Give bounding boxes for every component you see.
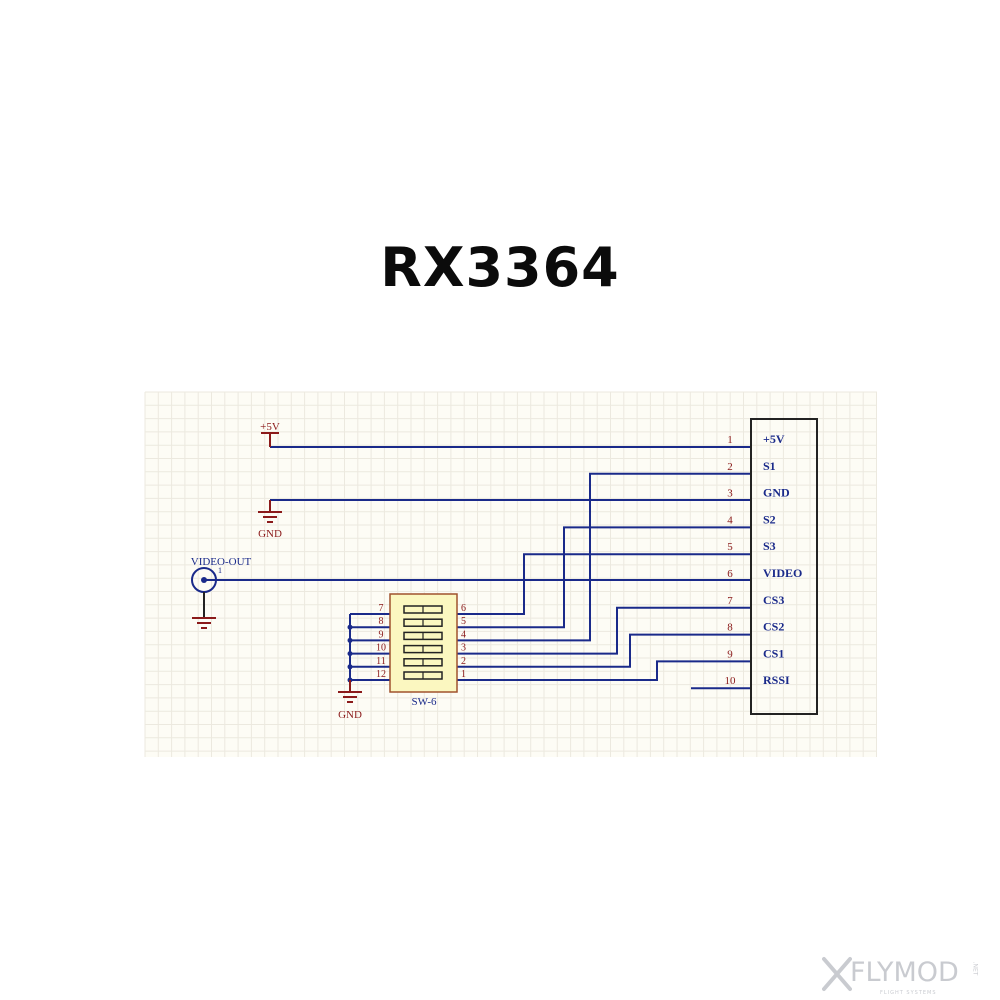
switch-right-pin-number: 4 bbox=[461, 629, 466, 640]
switch-designator: SW-6 bbox=[411, 696, 437, 708]
gnd-icon bbox=[258, 511, 282, 523]
watermark-tagline: FLIGHT SYSTEMS bbox=[880, 990, 937, 996]
switch-gnd-label: GND bbox=[338, 709, 362, 721]
diagram-title: RX3364 bbox=[380, 236, 620, 299]
switch-gnd-icon bbox=[338, 691, 362, 703]
connector-pin-name: VIDEO bbox=[763, 566, 802, 580]
connector-pin-name: CS1 bbox=[763, 646, 784, 660]
switch-left-pin-number: 9 bbox=[379, 629, 384, 640]
connector-pin-name: S2 bbox=[763, 512, 776, 526]
connector-pin-name: +5V bbox=[763, 432, 785, 446]
switch-signal-wire bbox=[457, 553, 751, 615]
connector-pin-name: GND bbox=[763, 486, 790, 500]
connector-pin-number: 9 bbox=[727, 648, 733, 660]
junction-dot bbox=[347, 624, 353, 630]
switch-signal-wire bbox=[457, 660, 751, 681]
connector-pin-number: 8 bbox=[727, 622, 733, 634]
vcc-label: +5V bbox=[260, 421, 280, 433]
propeller-icon bbox=[822, 957, 852, 991]
wires bbox=[204, 446, 751, 690]
connector-pin-name: CS3 bbox=[763, 593, 784, 607]
switch-signal-wire bbox=[457, 633, 751, 668]
switch-left-pin-number: 7 bbox=[379, 603, 384, 614]
junction-dot bbox=[347, 651, 353, 657]
connector-pin-number: 7 bbox=[727, 595, 733, 607]
watermark-logo: FLYMOD FLIGHT SYSTEMS .NET bbox=[822, 955, 992, 996]
connector-pin-name: S3 bbox=[763, 539, 776, 553]
connector-pin-number: 6 bbox=[727, 568, 733, 580]
watermark-brand: FLYMOD bbox=[850, 957, 959, 988]
connector-pin-name: RSSI bbox=[763, 673, 790, 687]
switch-left-pin-number: 11 bbox=[376, 656, 386, 667]
connector-pin-name: CS2 bbox=[763, 620, 784, 634]
switch-signal-wire bbox=[457, 526, 751, 629]
switch-right-pin-number: 2 bbox=[461, 656, 466, 667]
junction-dot bbox=[347, 664, 353, 670]
connector-pin-number: 4 bbox=[727, 514, 733, 526]
video-out-pin-number: 1 bbox=[218, 566, 222, 575]
switch-right-pin-number: 1 bbox=[461, 669, 466, 680]
switch-right-pin-number: 6 bbox=[461, 603, 466, 614]
connector-pin-name: S1 bbox=[763, 459, 776, 473]
switch-right-pin-number: 5 bbox=[461, 616, 466, 627]
connector-pin-number: 10 bbox=[725, 675, 737, 687]
connector-pin-number: 1 bbox=[727, 434, 733, 446]
switch-signal-wire bbox=[457, 606, 751, 655]
switch-left-pin-number: 12 bbox=[376, 669, 386, 680]
symbols bbox=[191, 418, 818, 715]
connector-pin-number: 2 bbox=[727, 461, 733, 473]
connector-pin-number: 3 bbox=[727, 488, 733, 500]
junction-dot bbox=[347, 637, 353, 643]
switch-left-pin-number: 10 bbox=[376, 643, 386, 654]
connector-pin-number: 5 bbox=[727, 541, 733, 553]
grid-background bbox=[145, 392, 877, 757]
video-out-label: VIDEO-OUT bbox=[191, 556, 252, 568]
watermark-suffix: .NET bbox=[971, 961, 979, 976]
switch-right-pin-number: 3 bbox=[461, 643, 466, 654]
switch-left-pin-number: 8 bbox=[379, 616, 384, 627]
video-gnd-icon bbox=[192, 617, 216, 629]
switch-signal-wire bbox=[457, 472, 751, 642]
rca-center-pin bbox=[201, 577, 207, 583]
schematic-grid bbox=[144, 391, 877, 757]
connector-body bbox=[750, 418, 818, 715]
gnd-label: GND bbox=[258, 528, 282, 540]
